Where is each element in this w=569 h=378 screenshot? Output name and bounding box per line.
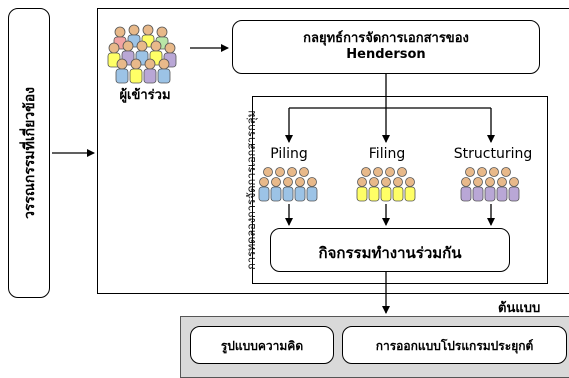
collab-activity-label: กิจกรรมทำงานร่วมกัน bbox=[318, 244, 462, 262]
prototype-item-app-design bbox=[342, 326, 567, 364]
filing-group-icon bbox=[356, 167, 416, 202]
collab-activity-box bbox=[270, 228, 510, 272]
henderson-strategy-box bbox=[232, 20, 540, 74]
strategy-title-line1: กลยุทธ์การจัดการเอกสารของ bbox=[303, 31, 469, 46]
participants-label: ผู้เข้าร่วม bbox=[119, 88, 171, 103]
related-literature-box bbox=[8, 8, 50, 298]
prototype-label: ต้นแบบ bbox=[498, 301, 541, 316]
prototype-item-app-design-label: การออกแบบโปรแกรมประยุกต์ bbox=[375, 339, 534, 353]
prototype-item-concept-label: รูปแบบความคิด bbox=[220, 339, 304, 353]
prototype-item-concept bbox=[190, 326, 334, 364]
group-label-filing: Filing bbox=[368, 146, 406, 162]
piling-group-icon bbox=[258, 167, 318, 202]
strategy-title-line2: Henderson bbox=[346, 47, 426, 62]
group-label-piling: Piling bbox=[270, 146, 308, 162]
group-label-structuring: Structuring bbox=[453, 146, 533, 162]
participants-group-icon bbox=[107, 24, 177, 84]
structuring-group-icon bbox=[460, 167, 520, 202]
